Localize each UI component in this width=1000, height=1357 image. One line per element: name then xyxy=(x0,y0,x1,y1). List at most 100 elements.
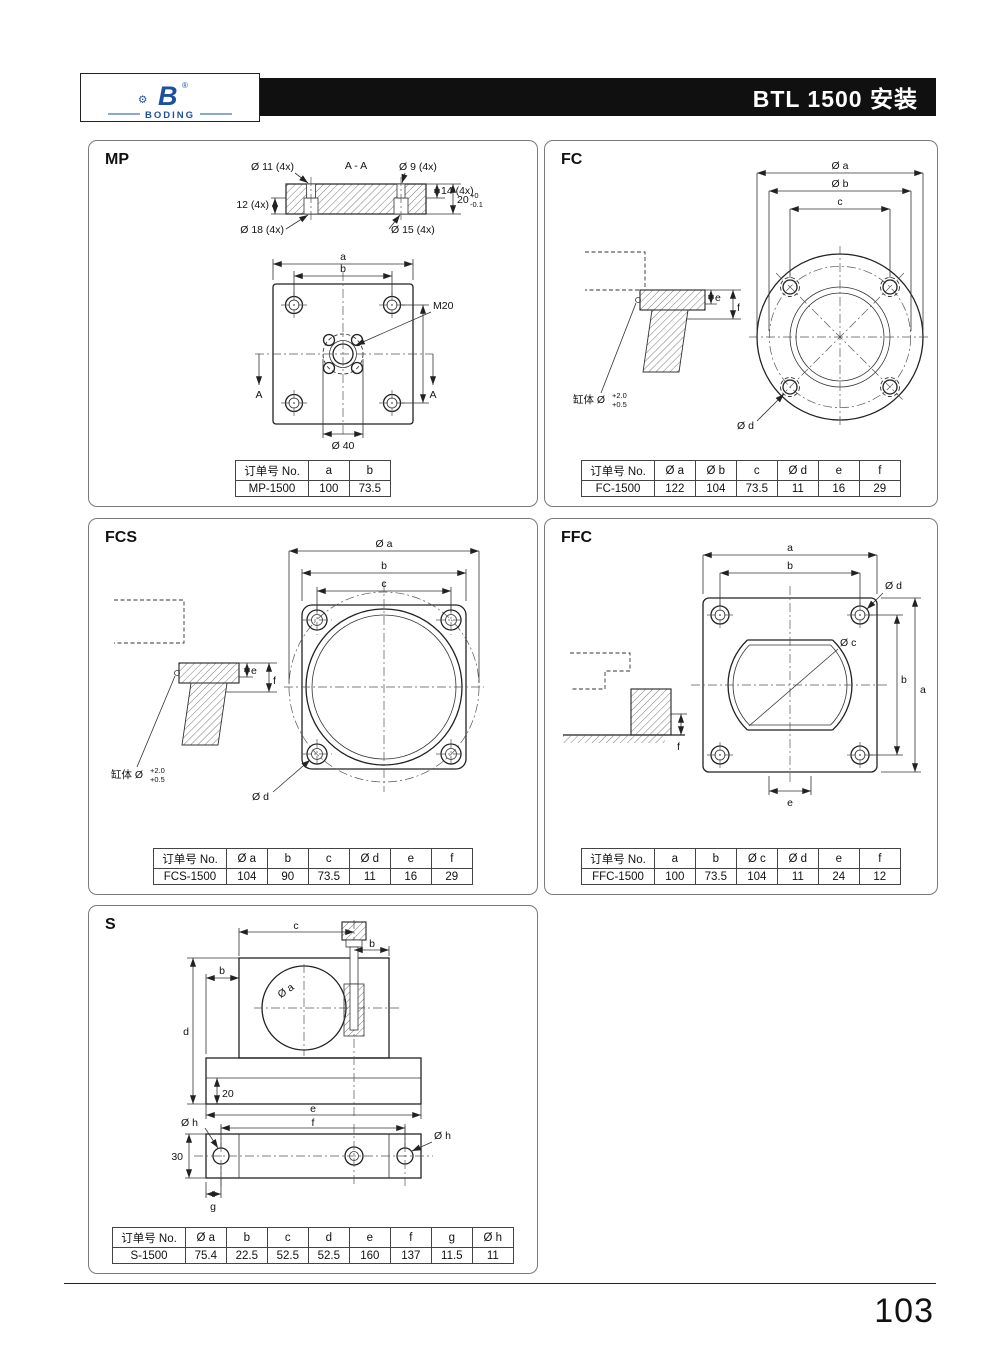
cylinder-note-tol-upper: +2.0 xyxy=(612,391,627,400)
table-header-row: 订单号 No. a b xyxy=(235,460,391,481)
cylinder-note-tol-lower: +0.5 xyxy=(150,775,165,784)
fcs-flange-view: Ø a b c Ø d xyxy=(252,538,484,803)
table-header-cell: Ø h xyxy=(471,1227,514,1248)
page-number: 103 xyxy=(874,1292,934,1330)
table-header-row: 订单号 No. Ø a Ø b c Ø d e f xyxy=(581,460,901,481)
table-header-row: 订单号 No. Ø a b c Ø d e f xyxy=(153,848,473,869)
table-cell: S-1500 xyxy=(112,1247,186,1264)
panel-ffc-title: FFC xyxy=(561,529,593,546)
table-cell: 11 xyxy=(471,1247,514,1264)
dim-label: c xyxy=(381,578,386,590)
table-cell: 100 xyxy=(653,868,696,885)
table-cell: FCS-1500 xyxy=(153,868,227,885)
table-cell: 73.5 xyxy=(735,480,778,497)
dim-label: e xyxy=(715,292,721,304)
dim-label: 20 xyxy=(222,1088,234,1100)
table-header-cell: 订单号 No. xyxy=(235,460,309,481)
table-cell: FFC-1500 xyxy=(581,868,655,885)
table-cell: 11 xyxy=(348,868,391,885)
s-drawing: c b b Ø a d 20 e f Ø h Ø h xyxy=(171,920,451,1213)
footer-rule xyxy=(64,1283,936,1284)
mp-table-wrap: 订单号 No. a b MP-1500 100 73.5 xyxy=(89,460,537,497)
s-clamp-screw xyxy=(341,921,367,1037)
table-cell: MP-1500 xyxy=(235,480,309,497)
table-cell: 52.5 xyxy=(307,1247,350,1264)
table-cell: 12 xyxy=(858,868,901,885)
ffc-drawing: f Ø c Ø d xyxy=(563,542,926,809)
dim-tolerance-lower: -0.1 xyxy=(470,200,483,209)
table-header-cell: 订单号 No. xyxy=(153,848,227,869)
panel-ffc: FFC f xyxy=(544,518,938,895)
page-title: BTL 1500 安装 xyxy=(752,86,918,112)
table-cell: 104 xyxy=(225,868,268,885)
dim-label: Ø 40 xyxy=(332,440,355,452)
dim-label: c xyxy=(837,196,842,208)
table-row: FC-1500 122 104 73.5 11 16 29 xyxy=(581,480,901,497)
panel-mp-title: MP xyxy=(105,151,129,168)
boding-logo-art: ⚙ B ® BODING xyxy=(108,81,232,121)
s-dimension-table: 订单号 No. Ø a b c d e f g Ø h S-1500 75.4 … xyxy=(112,1227,514,1264)
dim-label: Ø b xyxy=(832,178,849,190)
table-header-cell: f xyxy=(389,1227,432,1248)
table-header-cell: Ø d xyxy=(776,460,819,481)
dim-label: d xyxy=(183,1026,189,1038)
dim-label: Ø a xyxy=(276,981,297,1001)
dim-label: Ø d xyxy=(737,420,754,432)
dim-label: f xyxy=(737,302,740,314)
table-header-row: 订单号 No. Ø a b c d e f g Ø h xyxy=(112,1227,514,1248)
cylinder-note: 缸体 Ø xyxy=(111,768,143,781)
dim-label: b xyxy=(369,938,375,950)
panel-fcs-title: FCS xyxy=(105,529,137,546)
table-header-cell: Ø c xyxy=(735,848,778,869)
table-header-cell: b xyxy=(266,848,309,869)
table-header-cell: b xyxy=(348,460,391,481)
section-arrow-label: A xyxy=(429,389,436,401)
dim-label: 14 (4x) xyxy=(441,185,474,197)
table-cell: 11 xyxy=(776,480,819,497)
ffc-table-wrap: 订单号 No. a b Ø c Ø d e f FFC-1500 100 73.… xyxy=(545,848,937,885)
dim-tolerance-upper: +0 xyxy=(470,191,479,200)
dim-label: g xyxy=(210,1201,216,1213)
dim-label: e xyxy=(310,1103,316,1115)
table-cell: 104 xyxy=(694,480,737,497)
fcs-side-section: e f 缸体 Ø +2.0 +0.5 xyxy=(111,599,277,784)
dim-label: Ø d xyxy=(885,580,902,592)
fc-flange-view: Ø a Ø b c Ø d xyxy=(737,160,931,432)
table-header-cell: f xyxy=(858,460,901,481)
table-cell: 122 xyxy=(653,480,696,497)
table-cell: 73.5 xyxy=(307,868,350,885)
table-cell: 137 xyxy=(389,1247,432,1264)
panel-s-title: S xyxy=(105,916,116,933)
table-cell: 29 xyxy=(430,868,473,885)
dim-label: Ø 18 (4x) xyxy=(240,224,284,236)
dim-label: b xyxy=(901,674,907,686)
table-header-cell: a xyxy=(653,848,696,869)
dim-label: f xyxy=(273,675,276,687)
ffc-dimension-table: 订单号 No. a b Ø c Ø d e f FFC-1500 100 73.… xyxy=(581,848,901,885)
table-cell: 73.5 xyxy=(348,480,391,497)
panel-s: S xyxy=(88,905,538,1274)
dim-label: a xyxy=(787,542,793,554)
table-header-cell: 订单号 No. xyxy=(581,460,655,481)
section-label: A - A xyxy=(345,160,367,172)
dim-label: Ø h xyxy=(181,1117,198,1129)
table-cell: 90 xyxy=(266,868,309,885)
dim-label: b xyxy=(340,263,346,275)
mp-section-view: Ø 11 (4x) A - A Ø 9 (4x) 14 (4x) 12 (4x)… xyxy=(236,160,483,236)
table-cell: 52.5 xyxy=(266,1247,309,1264)
table-header-cell: Ø d xyxy=(776,848,819,869)
gear-icon: ⚙ xyxy=(138,94,147,106)
table-header-cell: c xyxy=(266,1227,309,1248)
panel-fc: FC e f 缸体 Ø xyxy=(544,140,938,507)
table-header-cell: 订单号 No. xyxy=(581,848,655,869)
dim-label: b xyxy=(219,965,225,977)
table-row: S-1500 75.4 22.5 52.5 52.5 160 137 11.5 … xyxy=(112,1247,514,1264)
panel-fc-title: FC xyxy=(561,151,583,168)
dim-label: e xyxy=(787,797,793,809)
table-header-cell: Ø b xyxy=(694,460,737,481)
table-cell: 22.5 xyxy=(225,1247,268,1264)
table-header-cell: b xyxy=(225,1227,268,1248)
table-header-cell: Ø a xyxy=(184,1227,227,1248)
dim-label: Ø d xyxy=(252,791,269,803)
